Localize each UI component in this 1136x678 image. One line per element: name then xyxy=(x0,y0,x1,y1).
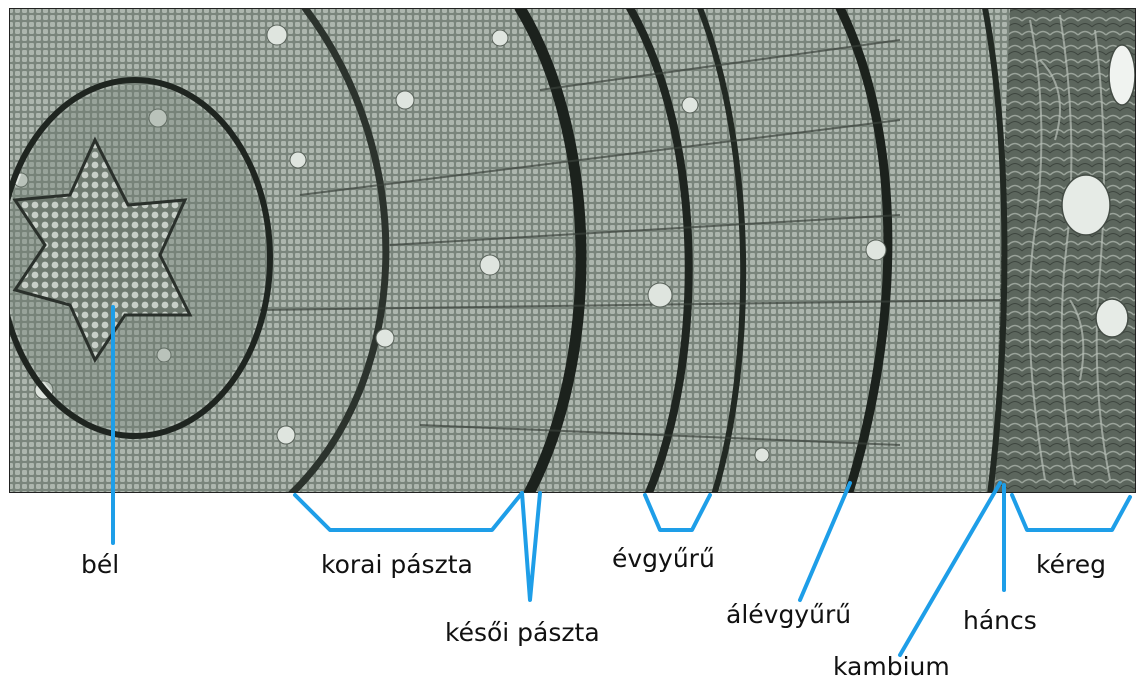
micrograph-panel xyxy=(0,8,1136,495)
leader-kesoi-paszta xyxy=(522,493,540,600)
leader-kereg xyxy=(1012,495,1130,530)
label-korai-paszta: korai pászta xyxy=(321,550,473,579)
leader-evgyuru xyxy=(645,495,710,530)
leader-alevgyuru xyxy=(800,483,850,600)
label-kesoi-paszta: késői pászta xyxy=(445,618,600,647)
label-evgyuru: évgyűrű xyxy=(612,544,715,573)
label-kambium: kambium xyxy=(833,652,950,678)
label-bel: bél xyxy=(81,550,119,579)
label-kereg: kéreg xyxy=(1036,550,1106,579)
leader-korai-paszta xyxy=(295,493,522,530)
label-alevgyuru: álévgyűrű xyxy=(726,600,851,629)
label-hancs: háncs xyxy=(963,606,1037,635)
